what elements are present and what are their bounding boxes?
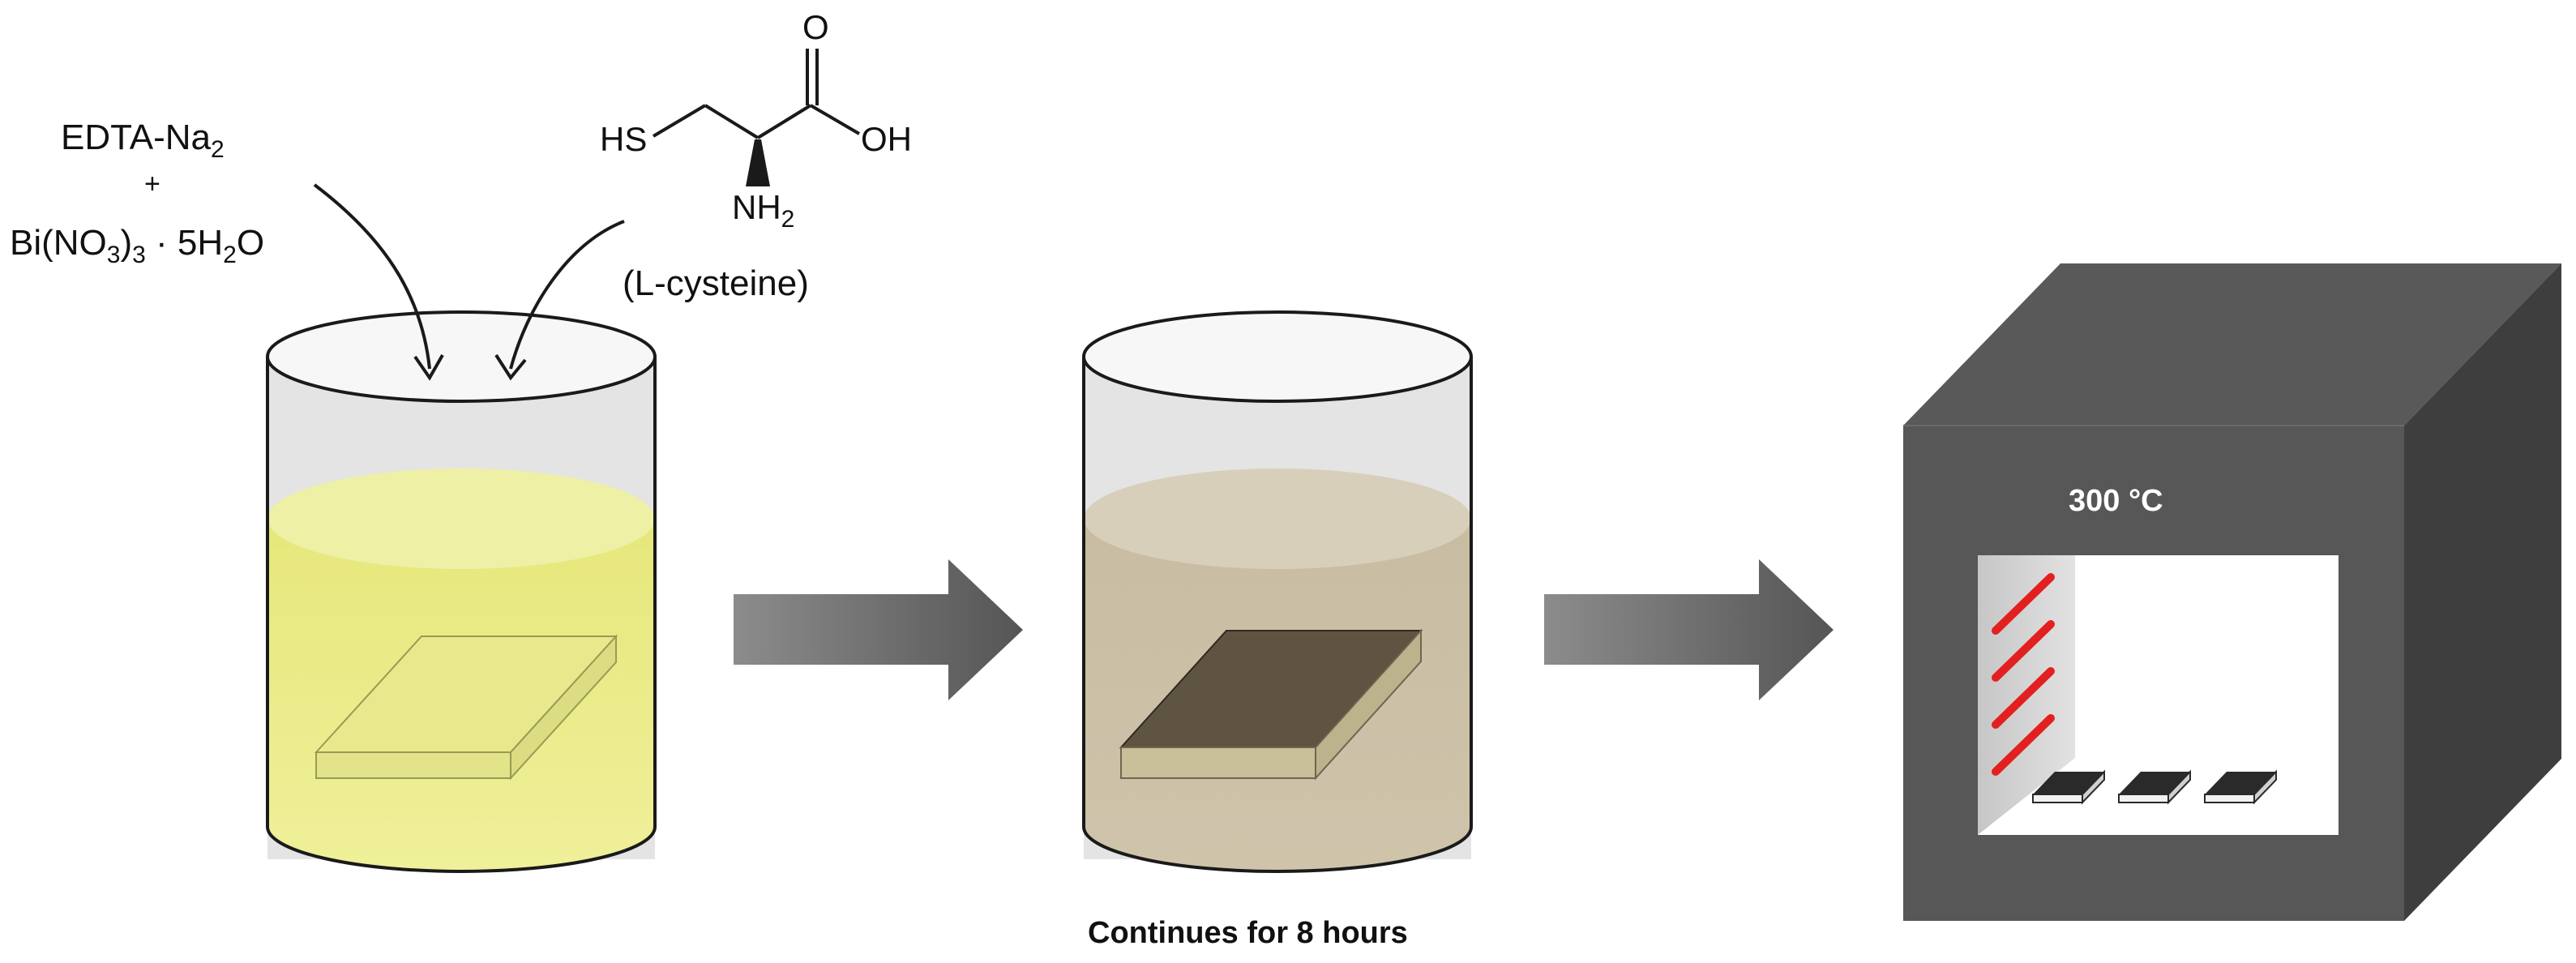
atom-hs: HS [600, 120, 648, 158]
atom-nh2: NH2 [732, 188, 795, 233]
duration-caption: Continues for 8 hours [1088, 916, 1408, 950]
furnace-side [2404, 263, 2561, 921]
temperature-label: 300 °C [2069, 484, 2163, 518]
atom-o: O [802, 8, 829, 46]
furnace-top [1903, 263, 2561, 426]
process-arrow-1 [734, 559, 1023, 700]
substrate-dark [1119, 628, 1423, 781]
yellow-solution-surface [267, 469, 655, 569]
reagent-arrow-right [494, 220, 625, 381]
l-cysteine-label: (L-cysteine) [623, 263, 809, 303]
beaker-yellow [266, 310, 657, 873]
reagent-plus: + [144, 169, 160, 199]
brown-solution-surface [1084, 469, 1471, 569]
substrate-light [314, 634, 618, 781]
furnace [1903, 263, 2561, 921]
beaker-brown [1082, 310, 1473, 873]
process-arrow-2 [1544, 559, 1834, 700]
wedge-bond [746, 139, 770, 186]
annealed-sample-3 [2204, 769, 2277, 805]
l-cysteine-structure [652, 49, 861, 139]
reagent-arrow-left [313, 183, 444, 381]
reagent-bismuth-label: Bi(NO3)3 · 5H2O [10, 223, 265, 268]
reagent-edta-label: EDTA-Na2 [61, 118, 225, 163]
atom-oh: OH [861, 120, 912, 158]
beaker-brown-rim [1082, 310, 1473, 403]
beaker-yellow-rim [266, 310, 657, 403]
annealed-sample-2 [2118, 769, 2191, 805]
heater-elements [1992, 573, 2055, 776]
annealed-sample-1 [2032, 769, 2105, 805]
